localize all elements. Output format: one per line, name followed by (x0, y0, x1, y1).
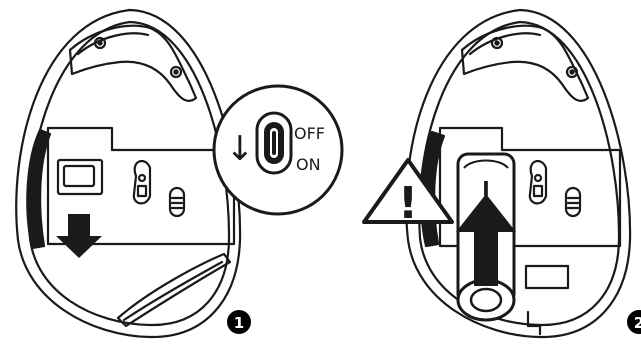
switch-on-label: ON (296, 155, 321, 174)
warning-triangle-icon: ! (362, 158, 454, 229)
battery-polarity-mark: I (482, 177, 489, 201)
bottom-skid-pad (116, 252, 232, 328)
scroll-sensor (564, 186, 582, 218)
step-number: 1 (234, 314, 244, 332)
mouse-outer-shell (15, 8, 242, 339)
mouse-outer-shell (405, 8, 632, 339)
screw (169, 65, 183, 79)
left-skid-pad (26, 128, 52, 250)
screw (93, 36, 107, 50)
switch-slot (56, 158, 104, 196)
screw (490, 36, 504, 50)
up-arrow-icon (456, 194, 516, 286)
step-badge-1: 1 (227, 310, 251, 334)
top-skid-pad (460, 24, 590, 102)
power-switch-callout: ↓ OFF ON (212, 84, 344, 216)
mouse-inner-rim (418, 20, 621, 327)
mouse-bottom-step-2 (405, 8, 632, 339)
warning-symbol: ! (398, 178, 418, 229)
mouse-bottom-step-1 (15, 8, 242, 339)
battery-compartment (438, 126, 622, 248)
sensor-window (132, 159, 152, 205)
screw (565, 65, 579, 79)
switch-off-label: OFF (294, 124, 325, 143)
sensor-window (528, 159, 548, 205)
step-number: 2 (634, 314, 641, 332)
step-badge-2: 2 (627, 310, 641, 334)
switch-direction-arrow: ↓ (226, 129, 255, 169)
scroll-sensor (168, 186, 186, 218)
battery-door-slot (524, 264, 570, 290)
down-arrow-icon (56, 214, 102, 258)
top-skid-pad (68, 24, 198, 102)
